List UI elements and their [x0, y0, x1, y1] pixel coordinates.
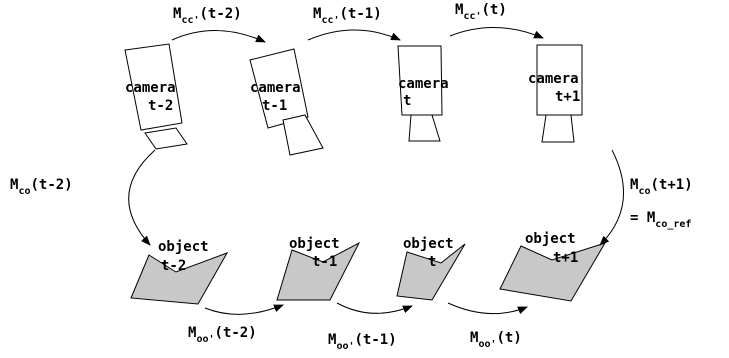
- arrow-cc-t-2: [171, 30, 266, 43]
- camera-t-1: camera t-1: [249, 48, 324, 156]
- object-time-label: t-2: [161, 258, 186, 274]
- camera-lens: [144, 127, 188, 150]
- camera-time-label: t-1: [262, 98, 287, 114]
- object-label: object: [289, 236, 340, 252]
- arrow-co-left: [128, 149, 156, 246]
- object-shape: [396, 243, 466, 301]
- arrow-oo-t-1: [336, 302, 413, 314]
- camera-body: [124, 43, 183, 131]
- object-t: object t: [396, 236, 466, 301]
- object-label: object: [403, 236, 454, 252]
- label-mco-t-plus-1: Mco(t+1): [630, 177, 693, 197]
- camera-lens: [541, 114, 575, 143]
- camera-label: camera: [528, 71, 579, 87]
- label-mco-t-2: Mco(t-2): [10, 177, 73, 197]
- camera-t-plus-1: camera t+1: [528, 44, 583, 143]
- label-moo-t-1: Moo'(t-1): [328, 332, 397, 352]
- camera-t: camera t: [397, 45, 449, 142]
- label-moo-t-2: Moo'(t-2): [188, 325, 257, 345]
- arrow-oo-t-2: [204, 304, 284, 315]
- object-time-label: t+1: [553, 250, 578, 266]
- arrow-co-right: [599, 149, 624, 246]
- camera-lens: [282, 114, 324, 156]
- camera-body: [397, 45, 443, 116]
- label-mco-ref: = Mco_ref: [630, 210, 691, 230]
- camera-body: [536, 44, 583, 116]
- camera-label: camera: [398, 76, 449, 92]
- label-moo-t: Moo'(t): [470, 330, 522, 350]
- arrow-cc-t-1: [307, 29, 401, 41]
- object-t-2: object t-2: [130, 239, 229, 305]
- camera-time-label: t+1: [555, 89, 580, 105]
- label-mcc-t-1: Mcc'(t-1): [313, 6, 382, 26]
- object-time-label: t: [428, 254, 436, 270]
- object-shape: [130, 252, 229, 305]
- object-shape: [276, 241, 361, 301]
- camera-lens: [408, 114, 441, 142]
- label-mcc-t-2: Mcc'(t-2): [173, 6, 242, 26]
- object-t-plus-1: object t+1: [499, 231, 607, 302]
- object-label: object: [525, 231, 576, 247]
- camera-label: camera: [250, 80, 301, 96]
- object-time-label: t-1: [312, 254, 337, 270]
- camera-t-2: camera t-2: [124, 43, 188, 150]
- arrow-oo-t: [447, 302, 528, 315]
- arrow-cc-t: [449, 27, 544, 39]
- camera-time-label: t-2: [148, 98, 173, 114]
- camera-time-label: t: [403, 93, 411, 109]
- object-t-1: object t-1: [276, 236, 361, 301]
- object-shape: [499, 242, 607, 302]
- label-mcc-t: Mcc'(t): [455, 2, 507, 22]
- object-label: object: [158, 239, 209, 255]
- camera-label: camera: [125, 80, 176, 96]
- camera-body: [249, 48, 309, 129]
